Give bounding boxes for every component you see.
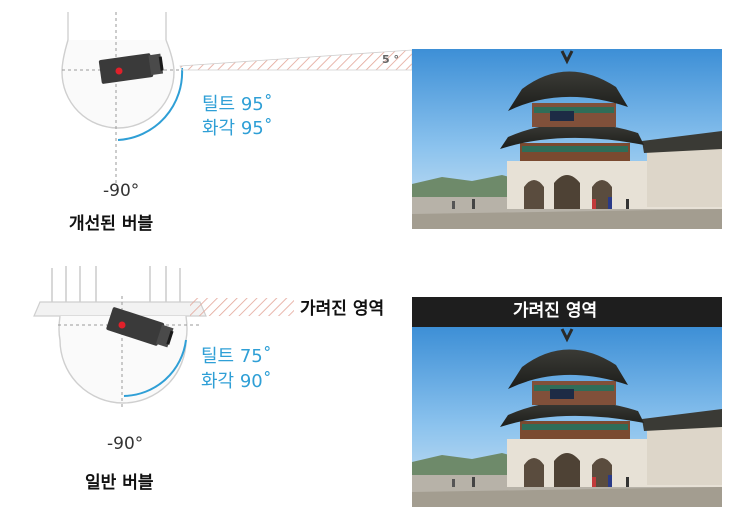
top-fov-label: 화각 95˚ [202,118,273,139]
standard-bubble-caption: 일반 버블 [85,473,154,493]
hidden-area-label: 가려진 영역 [300,299,385,319]
top-view-cone [179,49,413,71]
top-palace-photo [410,47,724,231]
standard-bubble-camera [33,266,207,410]
bottom-tilt-label: 틸트 75˚ [201,346,272,367]
improved-bubble-camera [61,12,184,185]
hidden-band [412,297,722,327]
bottom-hidden-hatch [190,298,294,316]
top-min-angle-label: -90° [103,181,140,201]
bottom-palace-photo [410,325,724,509]
improved-bubble-caption: 개선된 버블 [69,214,154,234]
hidden-band-label: 가려진 영역 [513,301,598,321]
top-tilt-label: 틸트 95˚ [202,94,273,115]
bottom-min-angle-label: -90° [107,434,144,454]
hatch-angle-label: 5 ° [382,53,399,66]
bottom-fov-label: 화각 90˚ [201,371,272,392]
